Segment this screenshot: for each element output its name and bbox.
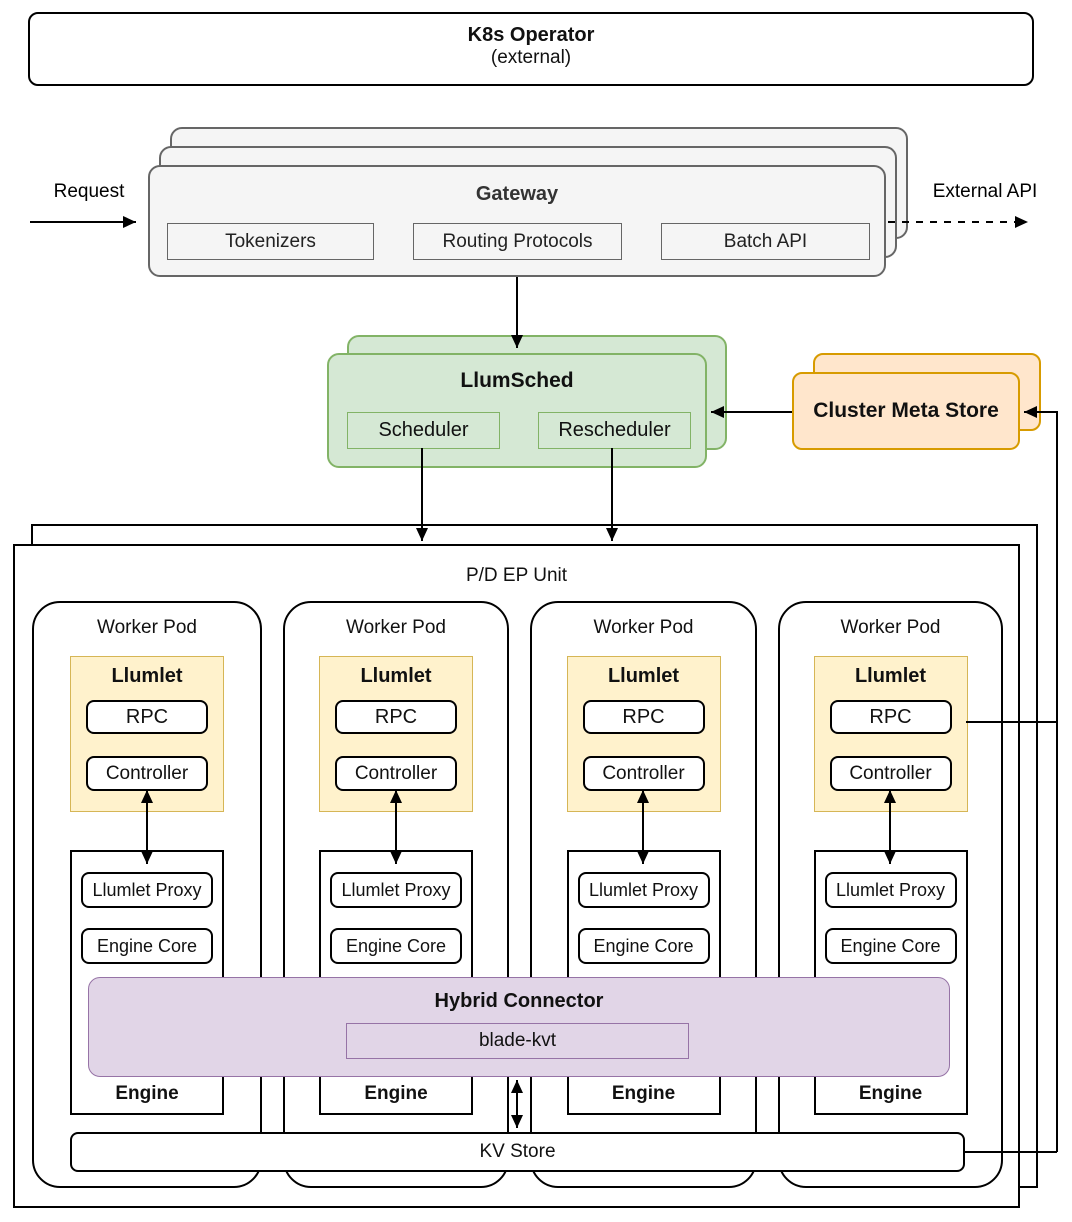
external-api-label: External API — [932, 181, 1038, 202]
hybrid-connector-box: Hybrid Connector blade-kvt — [88, 977, 950, 1077]
engine-label: Engine — [611, 1083, 676, 1104]
controller-box: Controller — [829, 756, 952, 791]
rpc-box: RPC — [335, 700, 457, 734]
cluster-meta-store-box: Cluster Meta Store — [792, 372, 1020, 450]
worker-pod-label: Worker Pod — [97, 617, 197, 638]
hybrid-connector-title: Hybrid Connector — [434, 990, 604, 1012]
kv-store-title: KV Store — [479, 1141, 556, 1162]
worker-pod-label: Worker Pod — [346, 617, 446, 638]
kv-store-box: KV Store — [70, 1132, 965, 1172]
request-label: Request — [53, 181, 125, 202]
engine-label: Engine — [115, 1083, 179, 1104]
llumlet-proxy-box: Llumlet Proxy — [577, 872, 710, 908]
cluster-meta-store-title: Cluster Meta Store — [813, 399, 999, 422]
llumlet-title: Llumlet — [111, 665, 183, 687]
gateway-component-batch-api: Batch API — [661, 223, 870, 260]
llumlet-title: Llumlet — [360, 665, 432, 687]
controller-box: Controller — [582, 756, 705, 791]
gateway-title: Gateway — [475, 183, 559, 205]
llumlet-proxy-box: Llumlet Proxy — [824, 872, 957, 908]
gateway-box: Gateway Tokenizers Routing Protocols Bat… — [148, 165, 886, 277]
pd-ep-unit-title: P/D EP Unit — [465, 565, 568, 586]
llumsched-box: LlumSched Scheduler Rescheduler — [327, 353, 707, 468]
engine-label: Engine — [364, 1083, 428, 1104]
k8s-operator-box: K8s Operator (external) — [28, 12, 1034, 86]
llumlet-box: Llumlet RPC Controller — [813, 656, 968, 812]
llumlet-title: Llumlet — [854, 665, 927, 687]
llumlet-box: Llumlet RPC Controller — [566, 656, 721, 812]
rpc-box: RPC — [86, 700, 208, 734]
worker-pod-3: Worker Pod Llumlet RPC Controller Llumle… — [530, 601, 757, 1188]
k8s-operator-title: K8s Operator — [467, 24, 595, 46]
rpc-box: RPC — [829, 700, 952, 734]
engine-core-box: Engine Core — [824, 928, 957, 964]
worker-pod-label: Worker Pod — [593, 617, 694, 638]
scheduler-box: Scheduler — [347, 412, 500, 449]
worker-pod-4: Worker Pod Llumlet RPC Controller Llumle… — [778, 601, 1003, 1188]
controller-box: Controller — [335, 756, 457, 791]
llumlet-proxy-box: Llumlet Proxy — [330, 872, 462, 908]
controller-box: Controller — [86, 756, 208, 791]
llumlet-box: Llumlet RPC Controller — [70, 656, 224, 812]
llumlet-proxy-box: Llumlet Proxy — [81, 872, 213, 908]
llumsched-title: LlumSched — [460, 369, 574, 392]
k8s-operator-subtitle: (external) — [490, 47, 572, 68]
engine-core-box: Engine Core — [330, 928, 462, 964]
engine-core-box: Engine Core — [577, 928, 710, 964]
gateway-component-tokenizers: Tokenizers — [167, 223, 374, 260]
llumlet-title: Llumlet — [607, 665, 680, 687]
engine-core-box: Engine Core — [81, 928, 213, 964]
worker-pod-2: Worker Pod Llumlet RPC Controller Llumle… — [283, 601, 509, 1188]
rpc-box: RPC — [582, 700, 705, 734]
gateway-component-routing-protocols: Routing Protocols — [413, 223, 622, 260]
blade-kvt-box: blade-kvt — [346, 1023, 689, 1059]
engine-label: Engine — [858, 1083, 923, 1104]
rescheduler-box: Rescheduler — [538, 412, 691, 449]
llumlet-box: Llumlet RPC Controller — [319, 656, 473, 812]
worker-pod-label: Worker Pod — [840, 617, 941, 638]
worker-pod-1: Worker Pod Llumlet RPC Controller Llumle… — [32, 601, 262, 1188]
